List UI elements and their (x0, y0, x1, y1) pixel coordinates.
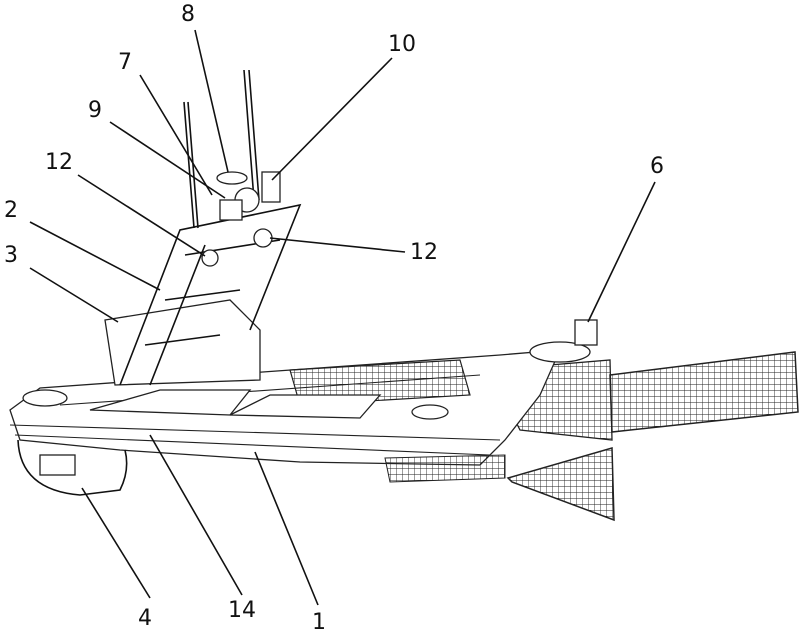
label-3: 3 (4, 243, 18, 268)
mast-right (243, 69, 260, 201)
label-9: 9 (88, 98, 102, 123)
conveyor-motor (574, 319, 598, 346)
label-10: 10 (388, 32, 416, 57)
warning-light (261, 171, 281, 203)
leader-lines (29, 29, 656, 606)
label-12-right: 12 (410, 240, 438, 265)
camera (253, 228, 273, 248)
label-6: 6 (650, 154, 664, 179)
lower-net (384, 454, 506, 483)
label-4: 4 (138, 606, 152, 631)
label-8: 8 (181, 2, 195, 27)
cabin-box (104, 299, 261, 386)
gps-antenna (216, 171, 248, 185)
mast-left (183, 101, 199, 229)
propeller-guard (17, 439, 128, 496)
thruster (39, 454, 76, 476)
side-net-lower (506, 447, 615, 522)
label-2: 2 (4, 198, 18, 223)
central-net (289, 359, 471, 406)
label-7: 7 (118, 50, 132, 75)
side-net-right (609, 351, 799, 433)
label-12-left: 12 (45, 150, 73, 175)
label-1: 1 (312, 610, 326, 635)
label-14: 14 (228, 598, 256, 623)
